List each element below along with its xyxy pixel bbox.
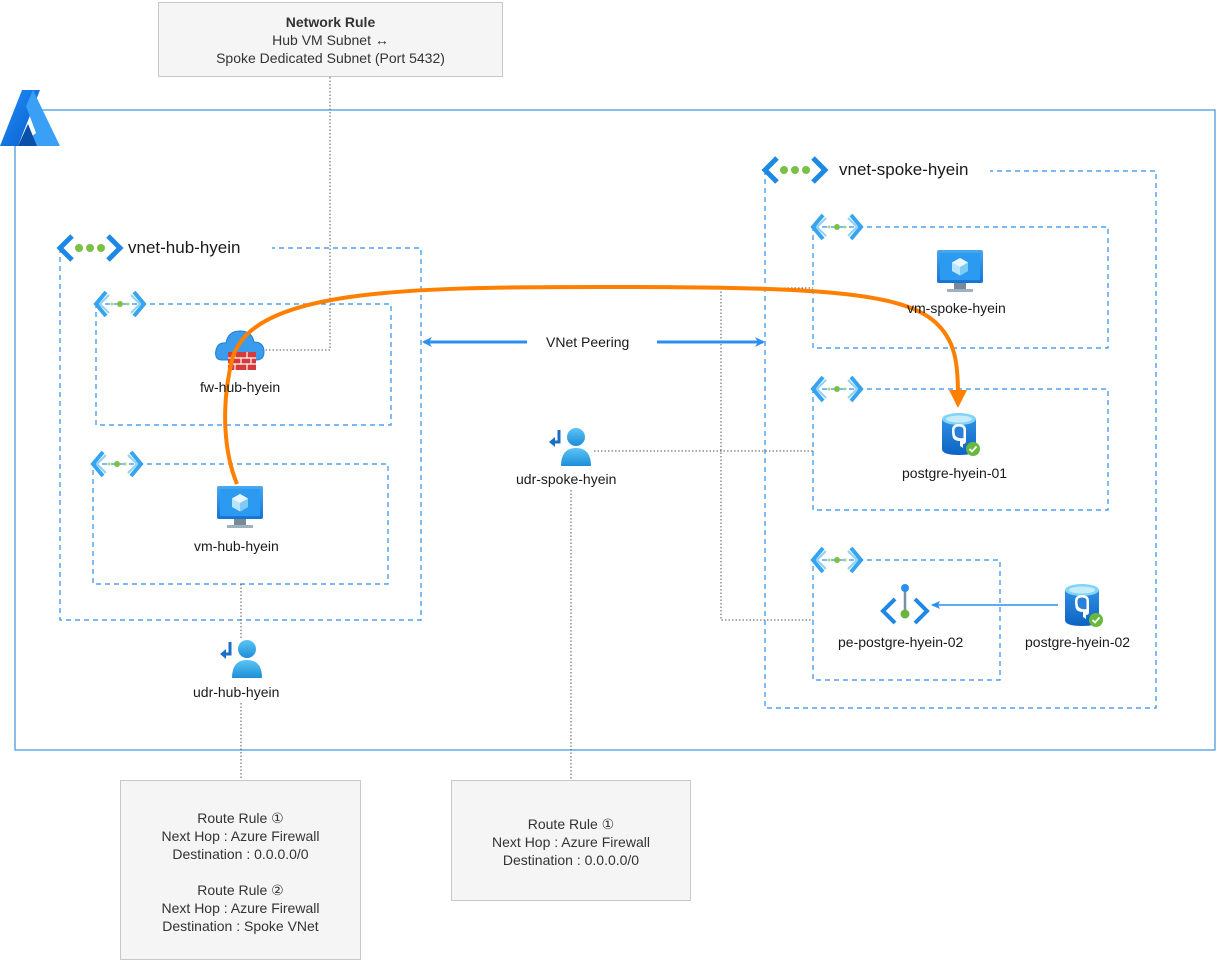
network-rule-note: Network Rule Hub VM Subnet ↔ Spoke Dedic… <box>158 2 503 77</box>
spoke-vnet-name: vnet-spoke-hyein <box>839 160 969 179</box>
spoke-pe-subnet <box>812 559 1001 681</box>
vnet-peering-label: VNet Peering <box>546 334 630 350</box>
spoke-route1-dest: Destination : 0.0.0.0/0 <box>502 852 640 868</box>
udr-hub-label: udr-hub-hyein <box>193 684 280 700</box>
hub-vnet-icon <box>60 236 120 260</box>
virtual-machine-icon <box>217 486 263 528</box>
hub-route1-dest: Destination : 0.0.0.0/0 <box>172 846 309 862</box>
hub-vnet-boundary <box>59 247 422 621</box>
firewall-icon <box>215 330 265 371</box>
network-rule-line1: Hub VM Subnet ↔ <box>272 32 389 48</box>
spoke-vnet-boundary <box>764 170 1157 709</box>
vm-hub-label: vm-hub-hyein <box>194 538 279 554</box>
azure-boundary <box>14 109 1216 751</box>
hub-route2-dest: Destination : Spoke VNet <box>162 918 319 934</box>
postgresql-icon <box>1064 583 1104 628</box>
private-endpoint-icon <box>881 582 929 625</box>
spoke-route-note: Route Rule ① Next Hop : Azure Firewall D… <box>451 780 691 901</box>
virtual-machine-icon <box>937 250 983 292</box>
hub-route-note: Route Rule ① Next Hop : Azure Firewall D… <box>120 780 361 960</box>
network-rule-line2: Spoke Dedicated Subnet (Port 5432) <box>216 50 445 66</box>
udr-spoke-label: udr-spoke-hyein <box>516 471 617 487</box>
vm-spoke-label: vm-spoke-hyein <box>907 300 1006 316</box>
postgresql-icon <box>941 412 981 457</box>
hub-route2-title: Route Rule ② <box>197 882 284 898</box>
spoke-vnet-icon <box>765 158 825 182</box>
spoke-route1-title: Route Rule ① <box>527 816 615 832</box>
hub-firewall-subnet <box>95 303 392 426</box>
hub-route2-hop: Next Hop : Azure Firewall <box>161 900 320 916</box>
spoke-route1-hop: Next Hop : Azure Firewall <box>492 834 650 850</box>
hub-vnet-name: vnet-hub-hyein <box>128 238 241 257</box>
hub-route1-hop: Next Hop : Azure Firewall <box>161 828 320 844</box>
route-table-icon <box>218 638 264 680</box>
hub-route1-title: Route Rule ① <box>197 810 284 826</box>
spoke-vm-subnet <box>812 226 1109 349</box>
traffic-flow-arrowhead <box>949 390 967 408</box>
azure-logo-icon <box>0 90 60 146</box>
postgre-02-label: postgre-hyein-02 <box>1025 634 1131 650</box>
network-rule-title: Network Rule <box>285 14 376 30</box>
postgre-01-label: postgre-hyein-01 <box>902 465 1008 481</box>
fw-hub-label: fw-hub-hyein <box>200 379 281 395</box>
connector-lines <box>240 77 813 780</box>
pe-postgre-02-label: pe-postgre-hyein-02 <box>838 634 964 650</box>
route-table-icon <box>547 426 593 468</box>
spoke-dedicated-subnet <box>812 388 1109 511</box>
traffic-flow-arrow <box>223 284 960 485</box>
